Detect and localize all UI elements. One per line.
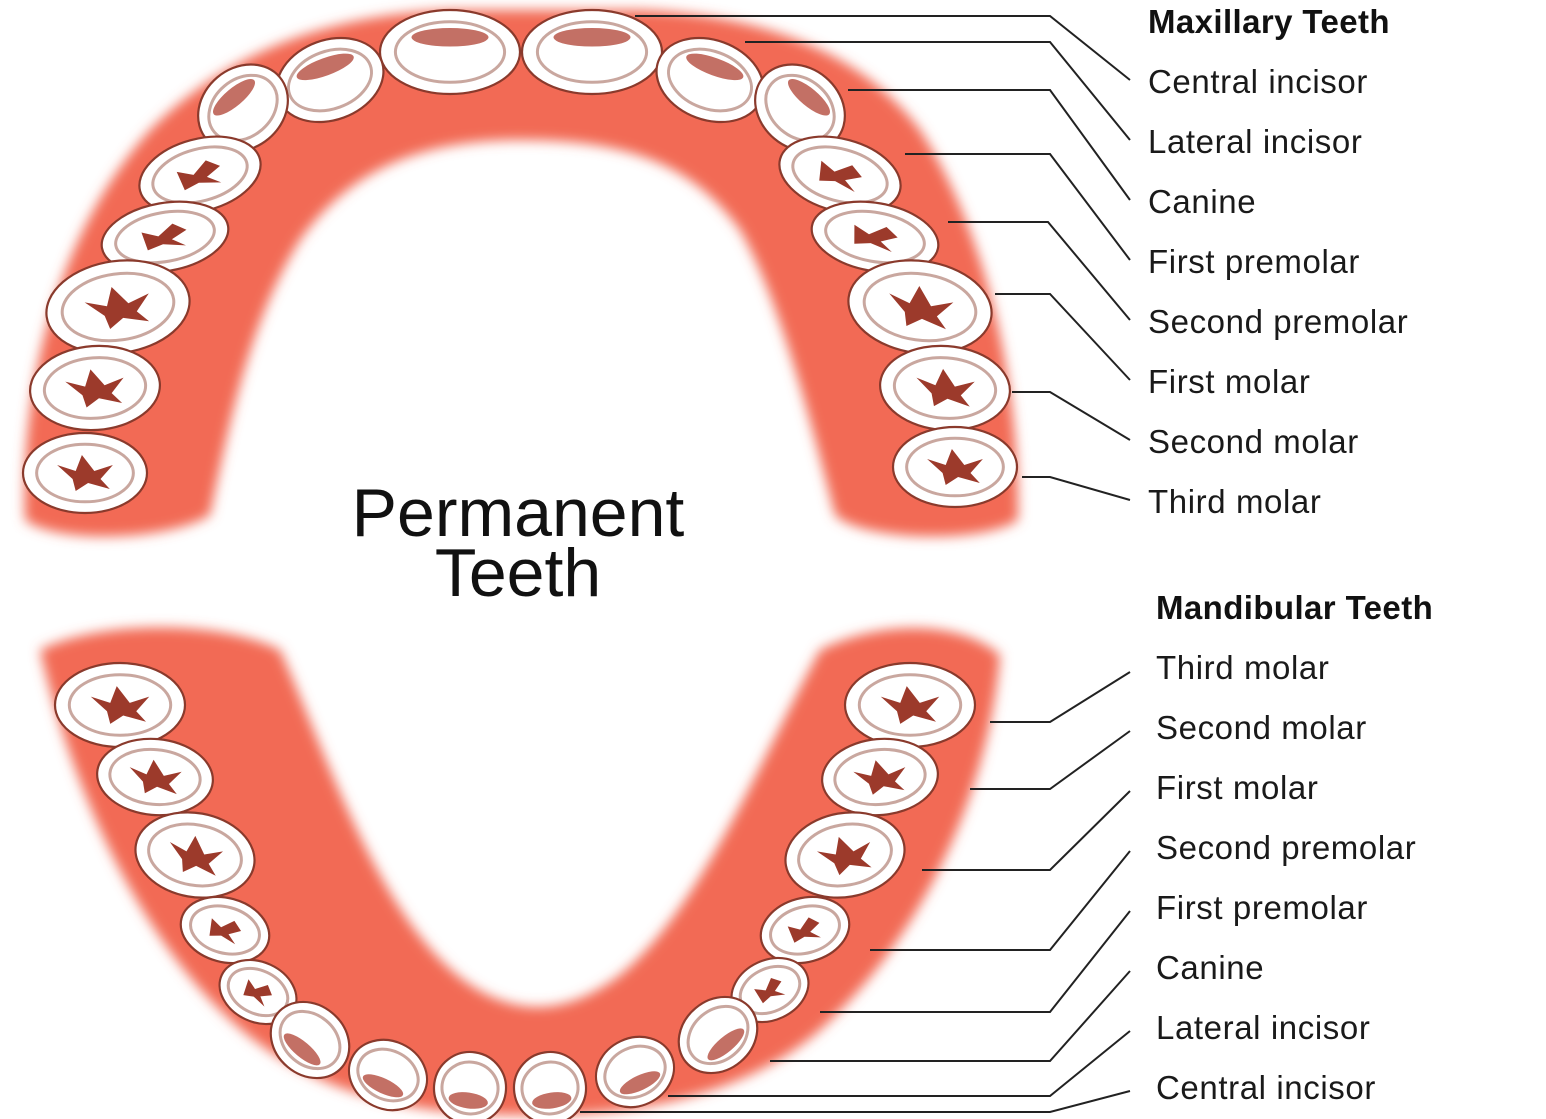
maxillary-label-second-molar: Second molar: [1148, 423, 1359, 460]
mandibular-label-central-incisor: Central incisor: [1156, 1069, 1376, 1106]
upper-third-molar-left: [893, 427, 1017, 507]
maxillary-leader-line: [995, 294, 1130, 380]
maxillary-label-third-molar: Third molar: [1148, 483, 1321, 520]
upper-third-molar-right: [23, 433, 147, 513]
maxillary-label-central-incisor: Central incisor: [1148, 63, 1368, 100]
maxillary-label-lateral-incisor: Lateral incisor: [1148, 123, 1362, 160]
lower-third-molar-left: [845, 663, 975, 747]
maxillary-leader-line: [1012, 392, 1130, 440]
maxillary-label-first-premolar: First premolar: [1148, 243, 1360, 280]
maxillary-label-second-premolar: Second premolar: [1148, 303, 1408, 340]
mandibular-label-canine: Canine: [1156, 949, 1264, 986]
upper-central-incisor-left: [522, 10, 662, 94]
mandibular-leader-line: [970, 731, 1130, 789]
mandibular-label-first-molar: First molar: [1156, 769, 1318, 806]
maxillary-heading: Maxillary Teeth: [1148, 3, 1390, 40]
mandibular-label-lateral-incisor: Lateral incisor: [1156, 1009, 1370, 1046]
maxillary-label-first-molar: First molar: [1148, 363, 1310, 400]
lower-third-molar-right: [55, 663, 185, 747]
maxillary-label-canine: Canine: [1148, 183, 1256, 220]
maxillary-leader-line: [1022, 477, 1130, 500]
mandibular-label-second-premolar: Second premolar: [1156, 829, 1416, 866]
diagram-title-line-2: Teeth: [435, 535, 601, 611]
mandibular-leader-line: [990, 672, 1130, 722]
mandibular-label-second-molar: Second molar: [1156, 709, 1367, 746]
mandibular-label-first-premolar: First premolar: [1156, 889, 1368, 926]
mandibular-heading: Mandibular Teeth: [1156, 589, 1433, 626]
upper-central-incisor-right: [380, 10, 520, 94]
mandibular-label-third-molar: Third molar: [1156, 649, 1329, 686]
